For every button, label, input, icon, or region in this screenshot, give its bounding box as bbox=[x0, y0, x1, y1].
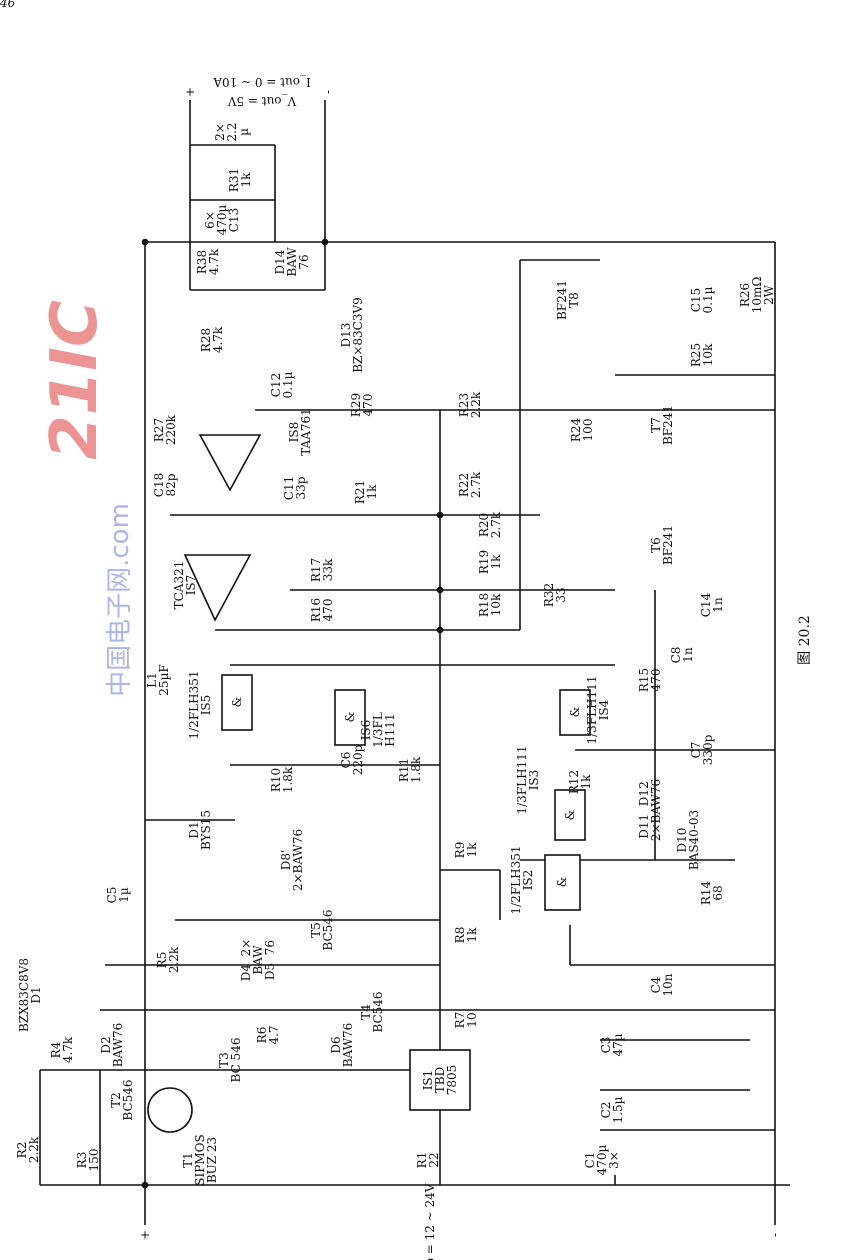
ic-is4: 1/3FLH111 IS4 bbox=[585, 675, 611, 745]
and-gate-symbol: & bbox=[230, 696, 244, 708]
watermark-domain-text: .com bbox=[105, 503, 135, 567]
opamp-is7: TCA321 IS7 bbox=[172, 560, 198, 610]
and-gate-symbol: & bbox=[343, 711, 357, 723]
trimmer-r24: R24 100 bbox=[569, 417, 595, 443]
output-current-label: I_out = 0 ~ 10A bbox=[213, 75, 311, 89]
capacitor-c4: C4 10n bbox=[649, 973, 675, 997]
resistor-r32: R32 33 bbox=[542, 582, 568, 608]
and-gate-symbol: & bbox=[563, 809, 577, 821]
resistor-r20: R20 2.7k bbox=[477, 511, 503, 539]
output-minus-terminal: - bbox=[321, 89, 335, 95]
resistor-r23: R23 2.2k bbox=[457, 391, 483, 419]
resistor-r6: R6 4.7 bbox=[255, 1025, 281, 1045]
opamp-is8: IS8 TAA761 bbox=[287, 408, 313, 456]
watermark-logo-text: 21IC bbox=[38, 300, 112, 460]
watermark-site-text: 中国电子网 bbox=[105, 566, 135, 697]
diode-d6: D6 BAW76 bbox=[329, 1022, 355, 1068]
resistor-r9: R9 1k bbox=[453, 841, 479, 859]
transistor-t5: T5 BC546 bbox=[309, 909, 335, 951]
output-plus-terminal: + bbox=[183, 86, 197, 98]
resistor-r29: R29 470 bbox=[349, 392, 375, 418]
zener-d1: BZX83C8V8 D1 bbox=[17, 957, 43, 1033]
resistor-r1: R1 22 bbox=[415, 1151, 441, 1169]
capacitor-c18: C18 82p bbox=[152, 472, 178, 498]
capacitor-c3: C3 47µ bbox=[599, 1033, 625, 1057]
diodes-d4-d5: D4 2× BAW D5 76 bbox=[239, 938, 277, 982]
capacitor-c13: 6× 470µ C13 bbox=[203, 204, 241, 236]
capacitor-c12: C12 0.1µ bbox=[269, 371, 295, 399]
resistor-r17: R17 33k bbox=[309, 557, 335, 583]
resistor-r4: R4 4.7k bbox=[49, 1036, 75, 1064]
resistor-r25: R25 10k bbox=[689, 342, 715, 368]
shunt-r26: R26 10mΩ 2W bbox=[738, 276, 776, 314]
capacitor-c5: C5 1µ bbox=[105, 886, 131, 904]
resistor-r3: R3 150 bbox=[75, 1148, 101, 1172]
resistor-r10: R10 1.8k bbox=[269, 766, 295, 794]
transistor-t2: T2 BC546 bbox=[109, 1079, 135, 1121]
capacitor-c7: C7 330p bbox=[689, 734, 715, 766]
output-voltage-label: V_out = 5V bbox=[227, 94, 297, 108]
figure-caption: 图 20.2 bbox=[797, 615, 813, 665]
input-plus-terminal: + bbox=[138, 1229, 152, 1241]
diode-d1-bys15: D1 BYS15 bbox=[187, 809, 213, 851]
resistor-r31: R31 1k bbox=[227, 167, 253, 193]
transistor-t7: T7 BF241 bbox=[649, 404, 675, 446]
ic-is5: 1/2FLH351 IS5 bbox=[187, 670, 213, 740]
capacitor-c14: C14 1n bbox=[699, 592, 725, 618]
transistor-t8: BF241 T8 bbox=[555, 279, 581, 321]
trimmer-r38: R38 4.7k bbox=[195, 248, 221, 276]
watermark-logo: 21IC bbox=[38, 300, 112, 460]
resistor-r12: R12 1k bbox=[567, 769, 593, 795]
ic-is3: 1/3FLH111 IS3 bbox=[515, 745, 541, 815]
ic-is2: 1/2FLH351 IS2 bbox=[509, 845, 535, 915]
resistor-r19: R19 1k bbox=[477, 549, 503, 575]
capacitor-c2: C2 1.5µ bbox=[599, 1096, 625, 1124]
capacitor-c8: C8 1n bbox=[669, 646, 695, 664]
resistor-r7: R7 10 bbox=[453, 1011, 479, 1029]
input-voltage-label: V_b = 12 ~ 24V bbox=[423, 1183, 437, 1260]
capacitor-c1: C1 470µ 3× bbox=[583, 1144, 621, 1176]
capacitor-c11: C11 33p bbox=[282, 475, 308, 501]
mosfet-t1: T1 SIPMOS BUZ 23 bbox=[181, 1134, 219, 1186]
transistor-t4: T4 BC546 bbox=[359, 991, 385, 1033]
diode-d10: D10 BAS40-03 bbox=[675, 809, 701, 871]
capacitor-c6: C6 220p bbox=[339, 744, 365, 776]
and-gate-symbol: & bbox=[555, 876, 569, 888]
resistor-r21: R21 1k bbox=[353, 479, 379, 505]
resistor-r8: R8 1k bbox=[453, 926, 479, 944]
diode-d14: D14 BAW 76 bbox=[273, 247, 311, 277]
resistor-r22: R22 2.7k bbox=[457, 471, 483, 499]
resistor-r15: R15 470 bbox=[637, 667, 663, 693]
capacitor-output: 2× 2.2 µ bbox=[213, 122, 251, 142]
transistor-t3: T3 BC 546 bbox=[217, 1037, 243, 1083]
diodes-d8: D8' 2×BAW76 bbox=[279, 828, 305, 892]
diode-d2: D2 BAW76 bbox=[99, 1022, 125, 1068]
resistor-r16: R16 470 bbox=[309, 597, 335, 623]
input-minus-terminal: - bbox=[768, 1232, 782, 1238]
resistor-r27: R27 220k bbox=[152, 414, 178, 446]
resistor-r14: R14 68 bbox=[699, 880, 725, 906]
watermark-site: 中国电子网.com bbox=[105, 503, 135, 697]
page-number: 46 bbox=[0, 0, 16, 10]
resistor-r18: R18 10k bbox=[477, 592, 503, 618]
and-gate-symbol: & bbox=[568, 706, 582, 718]
ic-is6: IS6 1/3FL H111 bbox=[359, 712, 397, 748]
diodes-d11-d12: D11 D12 2×BAW76 bbox=[637, 778, 663, 842]
resistor-r11: R11 1.8k bbox=[397, 756, 423, 784]
regulator-is1: IS1 TBD 7805 bbox=[421, 1064, 459, 1096]
capacitor-c15: C15 0.1µ bbox=[689, 286, 715, 314]
resistor-r2: R2 2.2k bbox=[15, 1136, 41, 1164]
transistor-t6: T6 BF241 bbox=[649, 524, 675, 566]
resistor-r28: R28 4.7k bbox=[199, 326, 225, 354]
inductor-l1: L1 25µF bbox=[145, 664, 171, 696]
zener-d13: D13 BZ×83C3V9 bbox=[339, 297, 365, 373]
resistor-r5: R5 2.2k bbox=[155, 946, 181, 974]
